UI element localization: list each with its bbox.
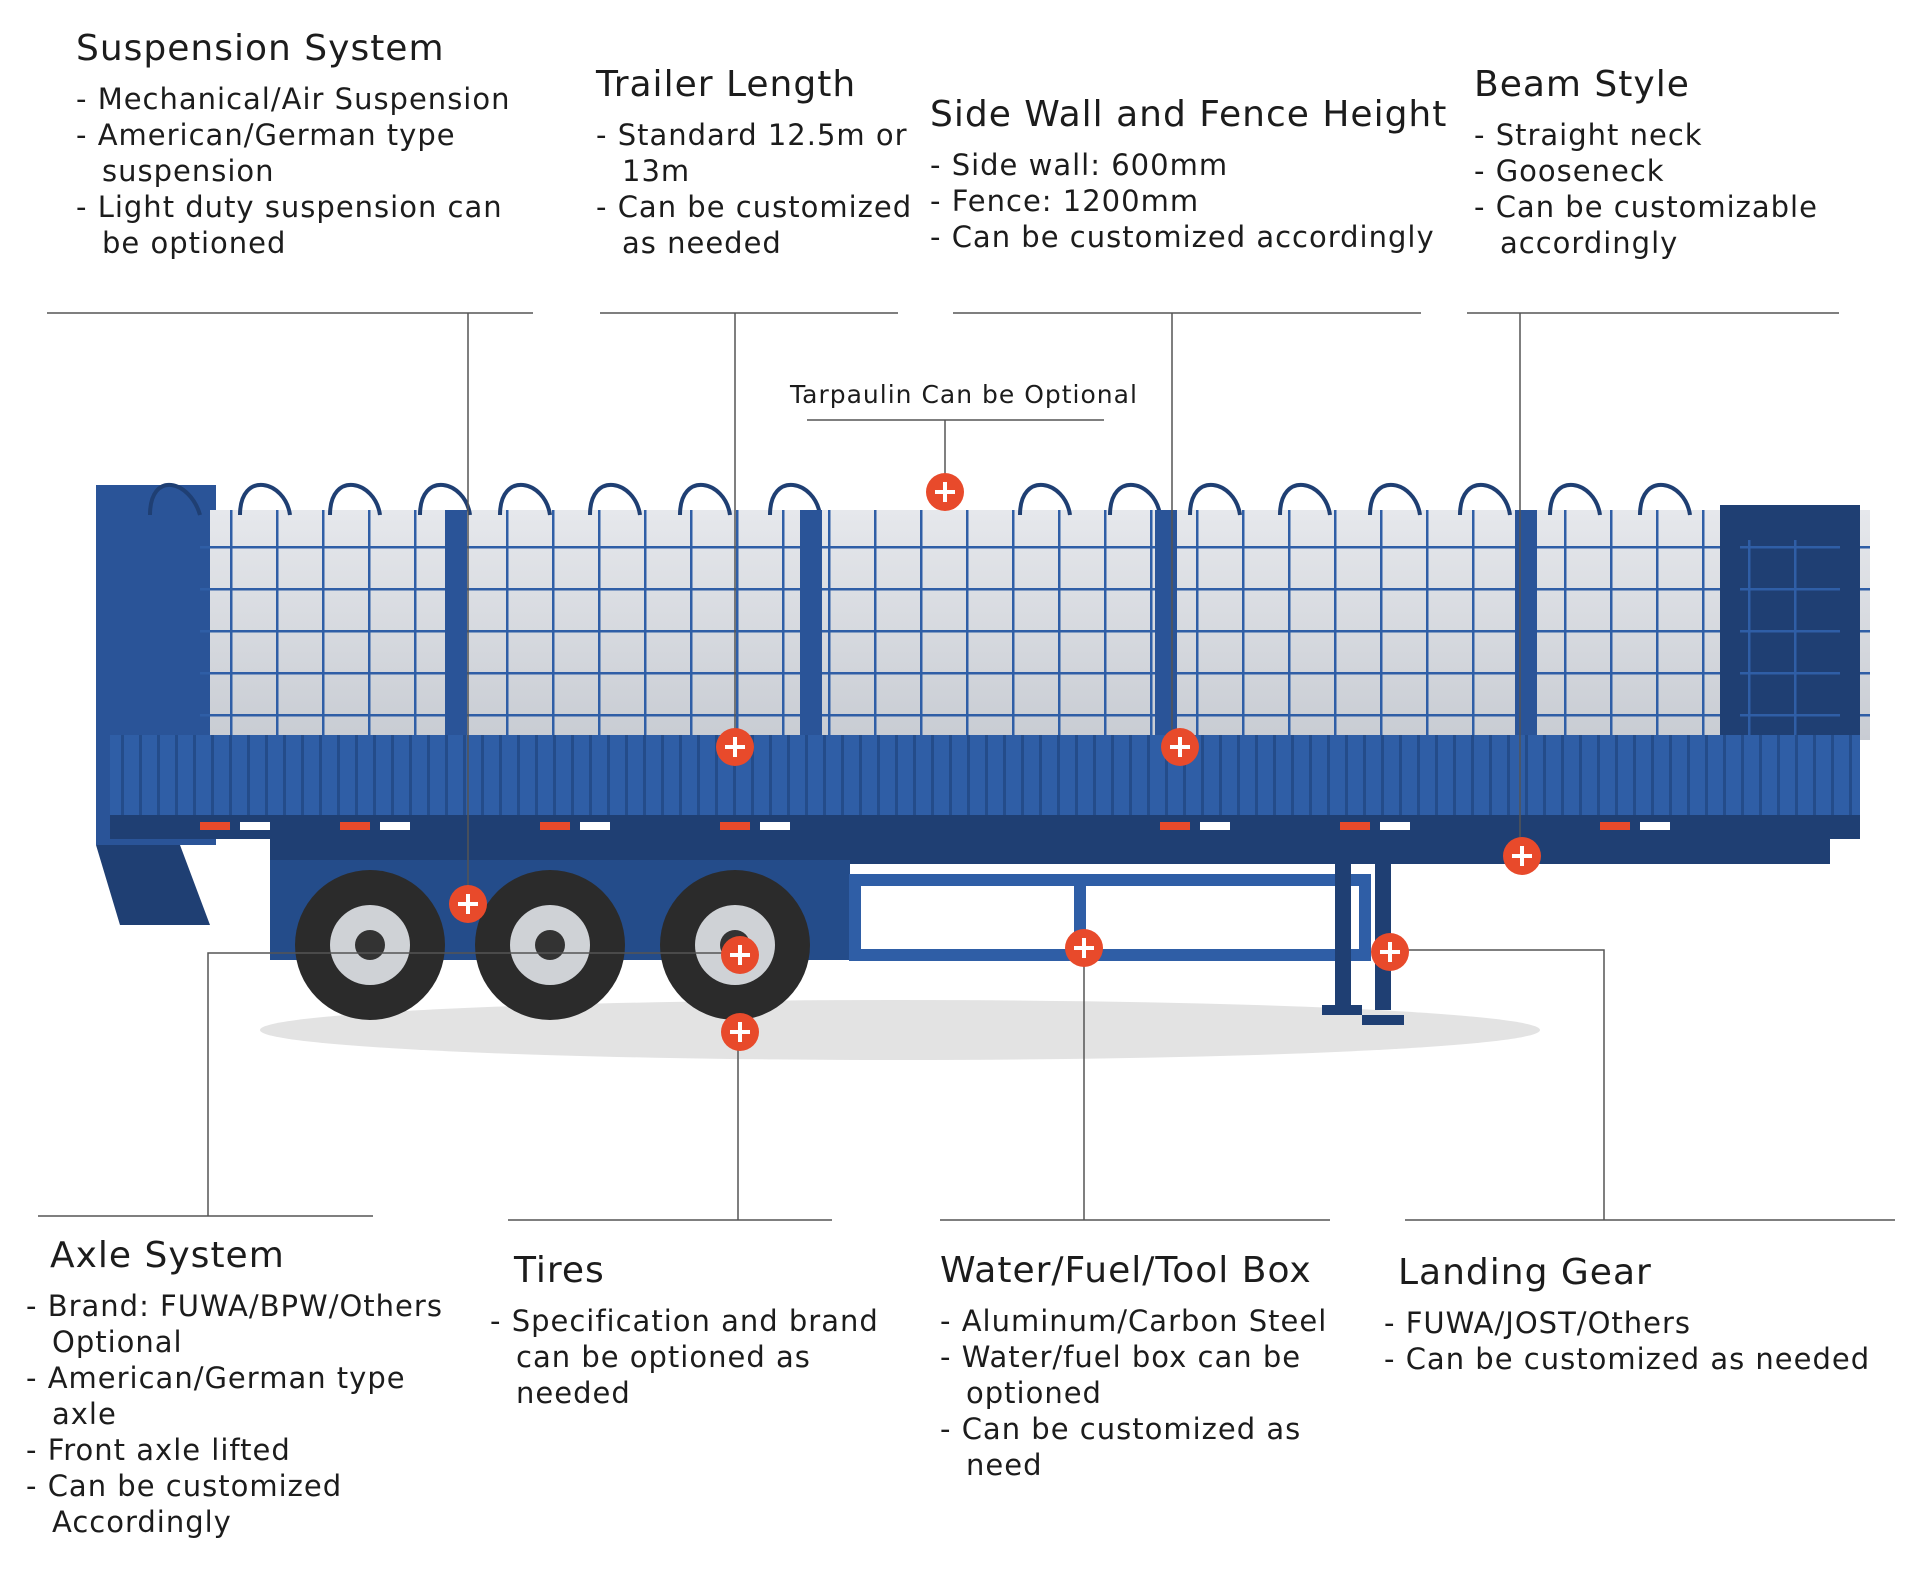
callout-items: Mechanical/Air Suspension American/Germa… <box>76 81 536 261</box>
callout-beam-style: Beam Style Straight neck Gooseneck Can b… <box>1474 64 1874 261</box>
plus-marker-icon <box>721 1013 759 1051</box>
callout-title: Water/Fuel/Tool Box <box>940 1250 1312 1291</box>
callout-item: Can be customized as needed <box>596 189 916 261</box>
callout-item: Can be customized Accordingly <box>26 1468 446 1540</box>
callout-item: Can be customizable accordingly <box>1474 189 1874 261</box>
callout-items: Side wall: 600mm Fence: 1200mm Can be cu… <box>930 147 1440 255</box>
callout-item: Straight neck <box>1474 117 1874 153</box>
callout-landing-gear: Landing Gear FUWA/JOST/Others Can be cus… <box>1384 1252 1884 1377</box>
chassis-beam <box>270 838 1830 864</box>
callout-tool-box: Water/Fuel/Tool Box Aluminum/Carbon Stee… <box>940 1250 1360 1483</box>
callout-title: Side Wall and Fence Height <box>930 94 1448 135</box>
leader-lines <box>207 313 1605 1220</box>
plus-marker-icon <box>1161 728 1199 766</box>
callout-item: FUWA/JOST/Others <box>1384 1305 1884 1341</box>
plus-marker-icon <box>1065 929 1103 967</box>
plus-marker-icon <box>721 936 759 974</box>
callout-title: Landing Gear <box>1398 1252 1652 1293</box>
hotspot-markers <box>449 473 1541 1051</box>
callout-item: Specification and brand can be optioned … <box>490 1303 890 1411</box>
callout-items: Brand: FUWA/BPW/Others Optional American… <box>26 1288 446 1540</box>
callout-items: Specification and brand can be optioned … <box>490 1303 890 1411</box>
callout-title: Tires <box>514 1250 605 1291</box>
callout-items: Standard 12.5m or 13m Can be customized … <box>596 117 916 261</box>
callout-axle-system: Axle System Brand: FUWA/BPW/Others Optio… <box>26 1235 446 1540</box>
fence-hoops <box>148 483 1692 516</box>
callout-item: Brand: FUWA/BPW/Others Optional <box>26 1288 446 1360</box>
callout-title: Beam Style <box>1474 64 1690 105</box>
callout-item: Aluminum/Carbon Steel <box>940 1303 1360 1339</box>
tarpaulin-label: Tarpaulin Can be Optional <box>790 380 1138 409</box>
callout-item: Gooseneck <box>1474 153 1874 189</box>
callout-tires: Tires Specification and brand can be opt… <box>490 1250 890 1411</box>
callout-title: Trailer Length <box>596 64 857 105</box>
callout-item: Can be customized as need <box>940 1411 1360 1483</box>
callout-item: Fence: 1200mm <box>930 183 1440 219</box>
reflector-strip <box>200 822 1670 830</box>
tool-box <box>849 874 1371 961</box>
ground-shadow <box>260 1000 1540 1060</box>
callout-items: Aluminum/Carbon Steel Water/fuel box can… <box>940 1303 1360 1483</box>
side-wall <box>110 735 1860 820</box>
front-skirt <box>96 845 210 925</box>
callout-item: American/German type suspension <box>76 117 536 189</box>
plus-marker-icon <box>1371 933 1409 971</box>
plus-marker-icon <box>926 473 964 511</box>
callout-title: Suspension System <box>76 28 445 69</box>
callout-item: Can be customized as needed <box>1384 1341 1884 1377</box>
callout-item: Can be customized accordingly <box>930 219 1440 255</box>
plus-marker-icon <box>449 885 487 923</box>
callout-items: FUWA/JOST/Others Can be customized as ne… <box>1384 1305 1884 1377</box>
callout-item: Side wall: 600mm <box>930 147 1440 183</box>
callout-item: American/German type axle <box>26 1360 446 1432</box>
plus-marker-icon <box>1503 837 1541 875</box>
separator-lines <box>38 312 1895 1221</box>
plus-marker-icon <box>716 728 754 766</box>
callout-items: Straight neck Gooseneck Can be customiza… <box>1474 117 1874 261</box>
callout-suspension: Suspension System Mechanical/Air Suspens… <box>76 28 536 261</box>
callout-item: Mechanical/Air Suspension <box>76 81 536 117</box>
callout-title: Axle System <box>50 1235 285 1276</box>
fence-grid <box>200 510 1870 740</box>
side-wall-rail <box>110 815 1860 839</box>
callout-item: Standard 12.5m or 13m <box>596 117 916 189</box>
callout-item: Light duty suspension can be optioned <box>76 189 536 261</box>
wheels <box>295 870 810 1020</box>
callout-item: Water/fuel box can be optioned <box>940 1339 1360 1411</box>
callout-trailer-length: Trailer Length Standard 12.5m or 13m Can… <box>596 64 916 261</box>
callout-item: Front axle lifted <box>26 1432 446 1468</box>
callout-side-wall: Side Wall and Fence Height Side wall: 60… <box>930 94 1448 255</box>
